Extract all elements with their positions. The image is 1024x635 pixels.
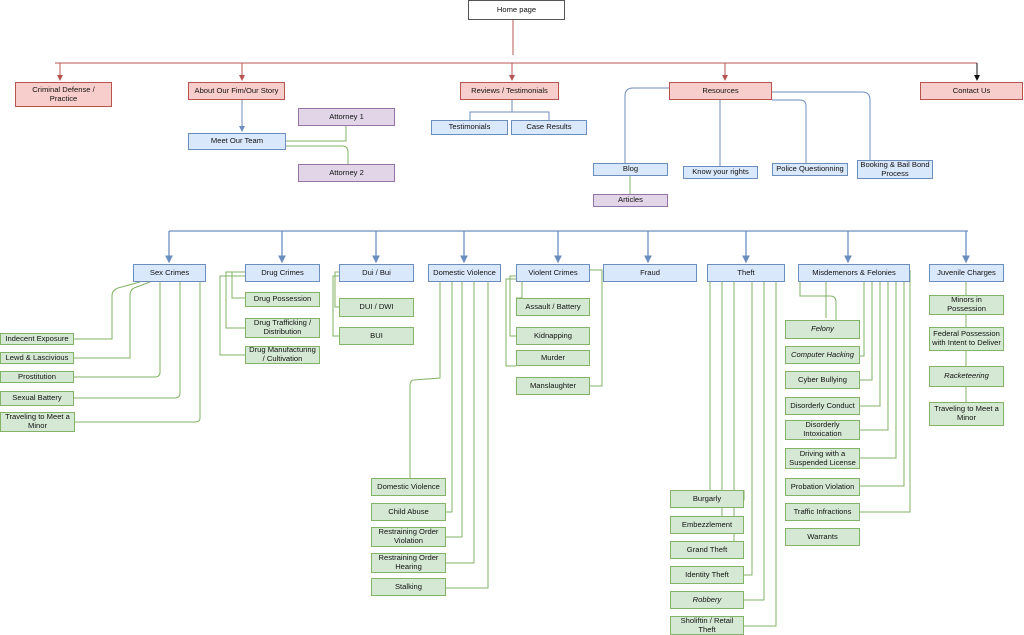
leaf-drug-manufacturing: Drug Manufacturing / Cultivation xyxy=(245,346,320,364)
leaf-shoplifting: Sholiftin / Retail Theft xyxy=(670,616,744,635)
leaf-identity-theft: Identity Theft xyxy=(670,566,744,584)
leaf-bui: BUI xyxy=(339,327,414,345)
leaf-cyber-bullying: Cyber Bullying xyxy=(785,371,860,389)
violent-crimes-node: Violent Crimes xyxy=(516,264,590,282)
leaf-stalking: Stalking xyxy=(371,578,446,596)
leaf-murder: Murder xyxy=(516,350,590,366)
know-rights-node: Know your rights xyxy=(683,166,758,179)
misdemeanors-felonies-node: Misdemenors & Felonies xyxy=(798,264,910,282)
sex-crimes-node: Sex Crimes xyxy=(133,264,206,282)
leaf-assault-battery: Assault / Battery xyxy=(516,298,590,316)
theft-node: Theft xyxy=(707,264,785,282)
dui-bui-node: Dui / Bui xyxy=(339,264,414,282)
leaf-sexual-battery: Sexual Battery xyxy=(0,391,74,406)
booking-bail-node: Booking & Bail Bond Process xyxy=(857,160,933,179)
leaf-traveling-meet-minor: Traveling to Meet a Minor xyxy=(0,412,75,432)
domestic-violence-node: Domestic Violence xyxy=(428,264,501,282)
case-results-node: Case Results xyxy=(511,120,587,135)
leaf-computer-hacking: Computer Hacking xyxy=(785,346,860,364)
drug-crimes-node: Drug Crimes xyxy=(245,264,320,282)
leaf-minors-in-possession: Minors in Possession xyxy=(929,295,1004,315)
leaf-racketeering: Racketeering xyxy=(929,366,1004,387)
leaf-drug-possession: Drug Possession xyxy=(245,292,320,307)
testimonials-node: Testimonials xyxy=(431,120,508,135)
police-questioning-node: Police Questionning xyxy=(772,163,848,176)
leaf-disorderly-intoxication: Disorderly Intoxication xyxy=(785,420,860,440)
home-page-node: Home page xyxy=(468,0,565,20)
leaf-embezzlement: Embezzlement xyxy=(670,516,744,534)
reviews-node: Reviews / Testimonials xyxy=(460,82,559,100)
leaf-domestic-violence: Domestic Violence xyxy=(371,478,446,496)
meet-team-node: Meet Our Team xyxy=(188,133,286,150)
leaf-kidnapping: Kidnapping xyxy=(516,327,590,345)
about-node: About Our Fim/Our Story xyxy=(188,82,285,100)
articles-node: Articles xyxy=(593,194,668,207)
leaf-grand-theft: Grand Theft xyxy=(670,541,744,559)
leaf-dui-dwi: DUI / DWI xyxy=(339,298,414,317)
leaf-robbery: Robbery xyxy=(670,591,744,609)
leaf-restraining-order-violation: Restraining Order Violation xyxy=(371,527,446,547)
leaf-indecent-exposure: Indecent Exposure xyxy=(0,333,74,345)
blog-node: Blog xyxy=(593,163,668,176)
leaf-warrants: Warrants xyxy=(785,528,860,546)
attorney-1-node: Attorney 1 xyxy=(298,108,395,126)
criminal-defense-node: Criminal Defense / Practice xyxy=(15,82,112,107)
leaf-disorderly-conduct: Disorderly Conduct xyxy=(785,397,860,415)
leaf-lewd-lascivious: Lewd & Lascivious xyxy=(0,352,74,364)
leaf-driving-suspended-license: Driving with a Suspended License xyxy=(785,448,860,469)
resources-node: Resources xyxy=(669,82,772,100)
leaf-drug-trafficking: Drug Trafficking / Distribution xyxy=(245,318,320,338)
leaf-child-abuse: Child Abuse xyxy=(371,503,446,521)
leaf-restraining-order-hearing: Restraining Order Hearing xyxy=(371,553,446,573)
leaf-juvenile-traveling-meet-minor: Traveling to Meet a Minor xyxy=(929,402,1004,426)
leaf-federal-possession: Federal Possession with Intent to Delive… xyxy=(929,327,1004,351)
leaf-felony: Felony xyxy=(785,320,860,339)
leaf-manslaughter: Manslaughter xyxy=(516,377,590,395)
fraud-node: Fraud xyxy=(603,264,697,282)
leaf-burglary: Burgarly xyxy=(670,490,744,508)
leaf-probation-violation: Probation Violation xyxy=(785,478,860,496)
leaf-traffic-infractions: Traffic Infractions xyxy=(785,503,860,521)
attorney-2-node: Attorney 2 xyxy=(298,164,395,182)
juvenile-charges-node: Juvenile Charges xyxy=(929,264,1004,282)
contact-node: Contact Us xyxy=(920,82,1023,100)
leaf-prostitution: Prostitution xyxy=(0,371,74,383)
